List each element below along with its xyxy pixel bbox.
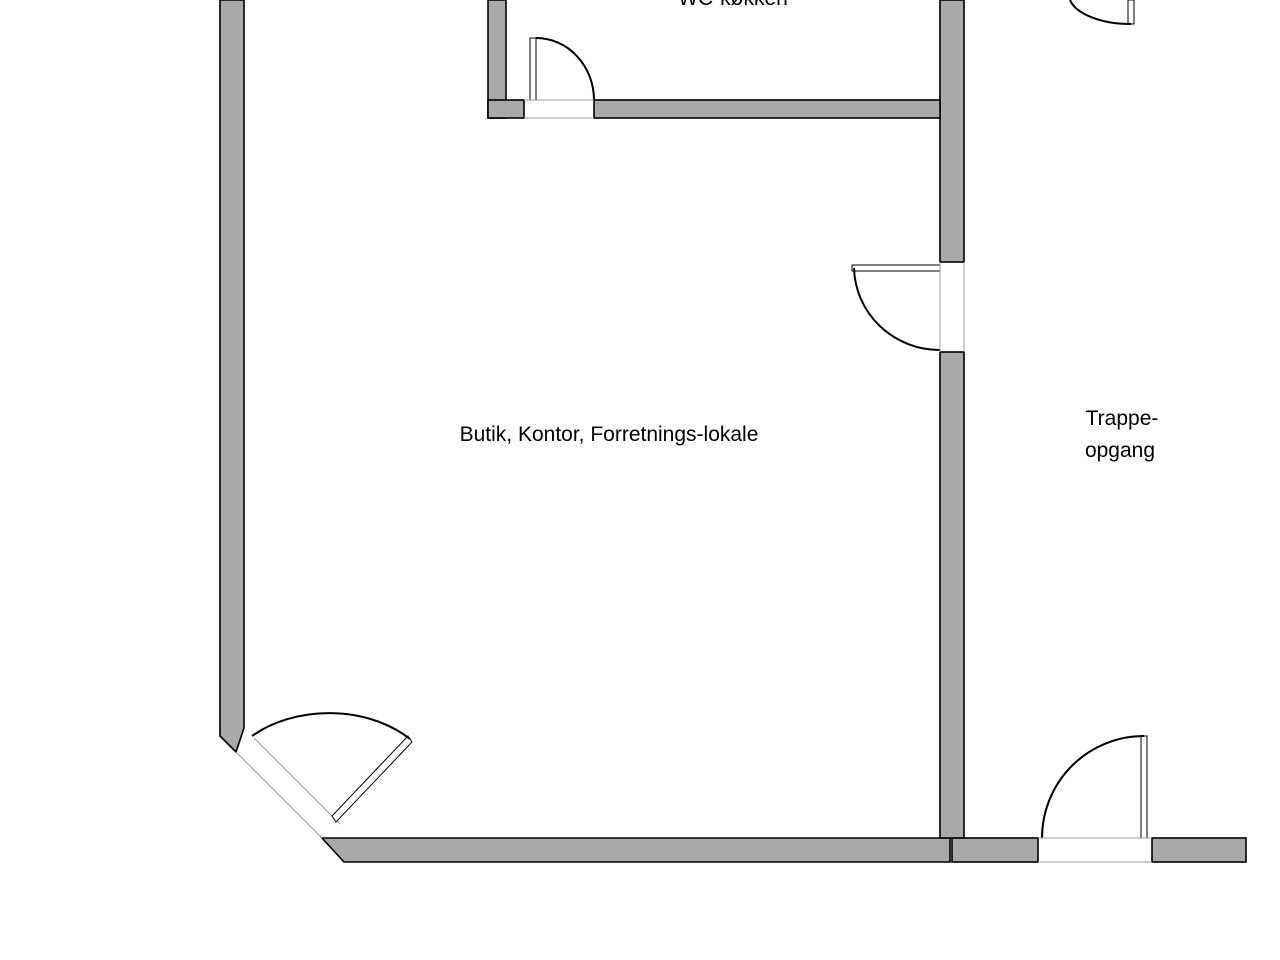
- door-wc: [524, 37, 595, 119]
- wall-wc-bottom-right: [593, 99, 941, 119]
- room-label-stair-line2: opgang: [1085, 439, 1155, 462]
- wall-wc-bottom-left: [487, 99, 525, 119]
- door-stair-upper: [1069, 0, 1135, 26]
- wall-bottom-main: [320, 837, 951, 863]
- door-stair-entrance: [1038, 735, 1152, 863]
- room-label-top: WC-køkken: [678, 0, 788, 10]
- wall-partition-upper: [939, 0, 965, 263]
- wall-bottom-stair-left: [951, 837, 1039, 863]
- walls: [219, 0, 1247, 863]
- door-main-entrance: [235, 712, 413, 839]
- wall-partition-lower: [939, 351, 965, 839]
- wall-left: [219, 0, 245, 754]
- room-label-main: Butik, Kontor, Forretnings-lokale: [460, 423, 759, 446]
- room-label-stair-line1: Trappe-: [1086, 407, 1159, 430]
- door-partition: [851, 262, 965, 352]
- wall-bottom-stair-right: [1151, 837, 1247, 863]
